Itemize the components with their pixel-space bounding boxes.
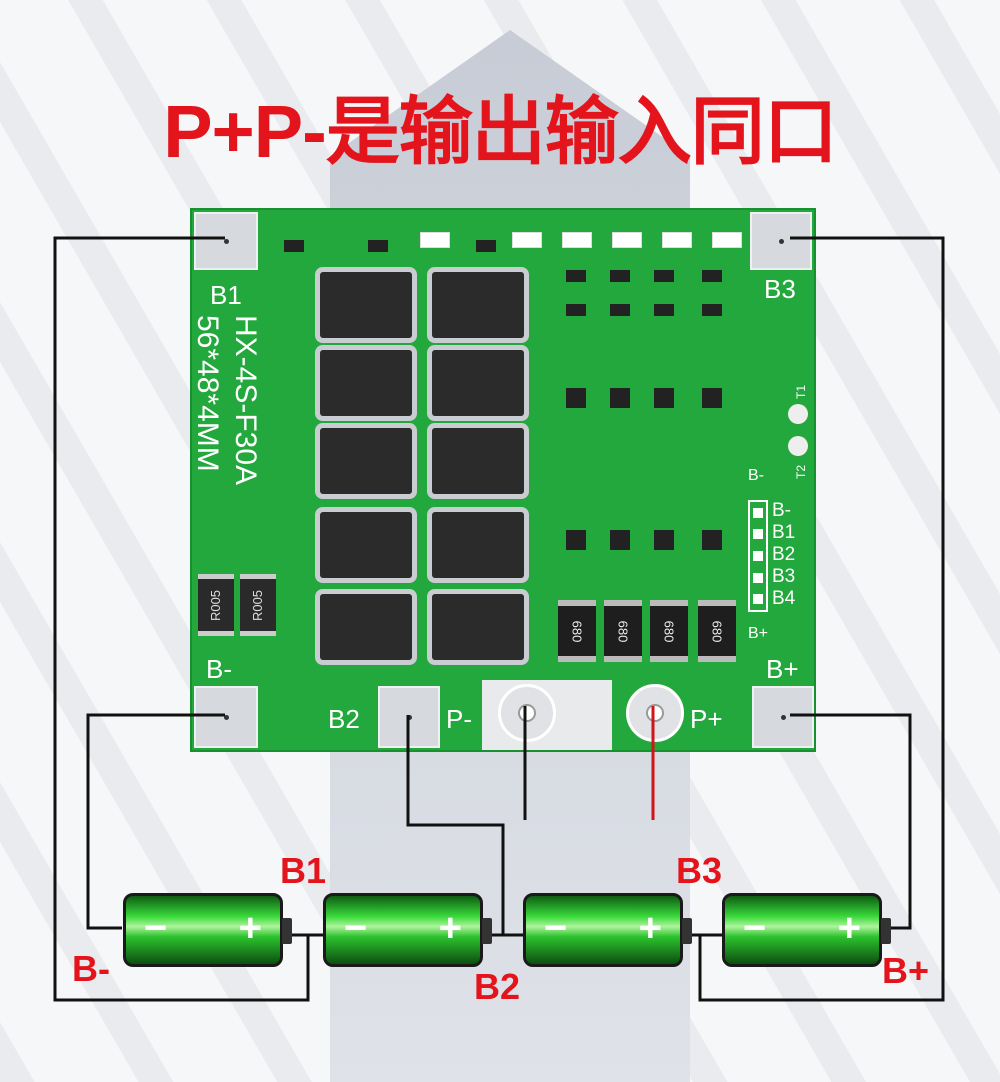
ic bbox=[702, 388, 722, 408]
mosfet bbox=[320, 428, 412, 494]
silk-small-bminus: B- bbox=[748, 467, 764, 484]
balance-label: B3 bbox=[772, 566, 796, 587]
resistor bbox=[712, 232, 742, 248]
mosfet bbox=[320, 350, 412, 416]
ic bbox=[654, 388, 674, 408]
positive-symbol: + bbox=[837, 906, 861, 950]
ic bbox=[610, 304, 630, 316]
balance-label: B- bbox=[772, 500, 791, 521]
shunt-resistor: R005 bbox=[240, 574, 276, 636]
pad-b1 bbox=[194, 212, 258, 270]
ic bbox=[566, 304, 586, 316]
balance-labels: B- B1 B2 B3 B4 bbox=[772, 500, 795, 610]
battery-cell-1: −+ bbox=[123, 893, 292, 967]
resistor bbox=[512, 232, 542, 248]
battery-cap bbox=[881, 918, 891, 944]
ic bbox=[566, 388, 586, 408]
resistor bbox=[662, 232, 692, 248]
silk-pminus: P- bbox=[446, 704, 472, 734]
transistor bbox=[368, 240, 388, 252]
positive-symbol: + bbox=[438, 906, 462, 950]
negative-symbol: − bbox=[743, 906, 767, 950]
battery-cap bbox=[682, 918, 692, 944]
ic bbox=[654, 530, 674, 550]
wire-bminus bbox=[86, 713, 225, 930]
battery-cap bbox=[482, 918, 492, 944]
pad-b3 bbox=[750, 212, 812, 270]
ic bbox=[654, 270, 674, 282]
mosfet bbox=[432, 350, 524, 416]
label-b3: B3 bbox=[676, 850, 723, 891]
silk-b2: B2 bbox=[328, 704, 360, 734]
transistor bbox=[476, 240, 496, 252]
negative-symbol: − bbox=[144, 906, 168, 950]
shunt-resistor: R005 bbox=[198, 574, 234, 636]
bms-board: B1 B3 B- B+ B2 P- P+ HX-4S-F30A 56*48*4M… bbox=[190, 208, 816, 752]
resistor-680: 680 bbox=[558, 600, 596, 662]
pad-bplus bbox=[752, 686, 814, 748]
battery-cell-4: −+ bbox=[722, 893, 891, 967]
balance-label: B4 bbox=[772, 588, 796, 609]
ic bbox=[654, 304, 674, 316]
pad-bminus bbox=[194, 686, 258, 748]
label-bplus: B+ bbox=[882, 950, 930, 991]
silk-b3: B3 bbox=[764, 274, 796, 304]
silk-b1: B1 bbox=[210, 280, 242, 310]
silk-bplus: B+ bbox=[766, 654, 799, 684]
label-bminus: B- bbox=[72, 948, 110, 989]
wire-b1 bbox=[53, 236, 310, 1002]
wire-bplus bbox=[790, 713, 912, 930]
resistor-680: 680 bbox=[698, 600, 736, 662]
ic bbox=[702, 530, 722, 550]
balance-pin bbox=[753, 550, 763, 561]
mosfet bbox=[320, 594, 412, 660]
ic bbox=[610, 530, 630, 550]
mosfet bbox=[432, 594, 524, 660]
label-b1: B1 bbox=[280, 850, 327, 891]
battery-cell-2: −+ bbox=[323, 893, 492, 967]
ic bbox=[566, 530, 586, 550]
battery-cell-3: −+ bbox=[523, 893, 692, 967]
balance-label: B2 bbox=[772, 544, 796, 565]
label-b2: B2 bbox=[474, 966, 521, 1007]
balance-pin bbox=[753, 529, 763, 540]
positive-symbol: + bbox=[238, 906, 262, 950]
balance-pin bbox=[753, 507, 763, 518]
mosfet bbox=[432, 512, 524, 578]
resistor-680: 680 bbox=[650, 600, 688, 662]
silk-pplus: P+ bbox=[690, 704, 723, 734]
ic bbox=[702, 270, 722, 282]
negative-symbol: − bbox=[544, 906, 568, 950]
ic bbox=[702, 304, 722, 316]
ic bbox=[610, 388, 630, 408]
battery-cap bbox=[282, 918, 292, 944]
mosfet bbox=[432, 428, 524, 494]
resistor bbox=[420, 232, 450, 248]
ic bbox=[610, 270, 630, 282]
transistor bbox=[284, 240, 304, 252]
resistor bbox=[612, 232, 642, 248]
silk-bminus: B- bbox=[206, 654, 232, 684]
page-title: P+P-是输出输入同口 bbox=[163, 90, 838, 173]
balance-pin bbox=[753, 572, 763, 583]
mosfet bbox=[320, 272, 412, 338]
resistor bbox=[562, 232, 592, 248]
thermistor-pad-t1 bbox=[788, 404, 808, 424]
thermistor-pad-t2 bbox=[788, 436, 808, 456]
balance-pin bbox=[753, 594, 763, 605]
positive-symbol: + bbox=[638, 906, 662, 950]
balance-connector bbox=[748, 500, 768, 612]
mosfet bbox=[320, 512, 412, 578]
hole-pminus bbox=[498, 684, 556, 742]
ic bbox=[566, 270, 586, 282]
mosfet bbox=[432, 272, 524, 338]
negative-symbol: − bbox=[344, 906, 368, 950]
balance-label: B1 bbox=[772, 522, 796, 543]
resistor-680: 680 bbox=[604, 600, 642, 662]
wire-b3 bbox=[698, 236, 945, 1002]
silk-small-bplus: B+ bbox=[748, 625, 769, 642]
